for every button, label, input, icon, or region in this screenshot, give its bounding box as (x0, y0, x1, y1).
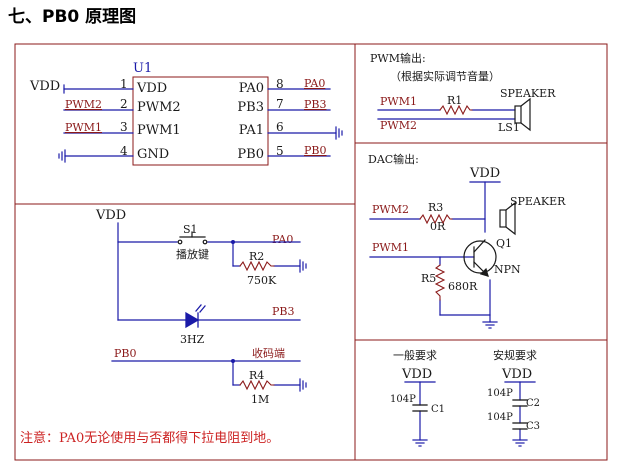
pwm-net2-label: PWM2 (380, 119, 417, 132)
u1-pin7-name: PB3 (237, 100, 264, 115)
dac-pwm2-label: PWM2 (372, 203, 409, 216)
c1-gnd-icon (412, 439, 428, 447)
dac-speaker-icon (499, 201, 516, 236)
u1-net-labels: VDD PWM2 PWM1 PA0 PB3 PB0 (29, 77, 326, 157)
input-panel: VDD S1 播放键 PA0 R2 750K PB3 3HZ PB0 收码端 R… (95, 208, 307, 406)
r2-gnd-icon (299, 259, 307, 273)
c1-label: C1 (431, 404, 445, 415)
r4-resistor-icon (239, 379, 275, 391)
u1-pin1-num: 1 (120, 77, 128, 91)
u1-ref: U1 (133, 61, 152, 76)
pwm-output-panel: PWM输出: （根据实际调节音量） PWM1 PWM2 R1 SPEAKER L… (370, 51, 556, 134)
pwm-speaker-label: SPEAKER (500, 87, 556, 100)
c2-label: C2 (526, 398, 540, 409)
r4-label: R4 (249, 369, 264, 382)
r2-label: R2 (249, 250, 264, 263)
r4-value: 1M (251, 393, 269, 406)
u1-chip: U1 VDD PWM2 PWM1 GND PA0 PB3 PA1 PB0 1 2… (120, 61, 284, 166)
caps-vdd-left: VDD (401, 367, 432, 382)
c1-capacitor-icon (412, 404, 428, 412)
u1-pin7-num: 7 (276, 97, 284, 111)
u1-pin4-num: 4 (120, 144, 128, 158)
dac-r5-value: 680R (448, 280, 478, 293)
pa0-net-label: PA0 (272, 233, 293, 246)
u1-wires (63, 84, 337, 157)
dac-r5-label: R5 (421, 272, 436, 285)
pwm-header: PWM输出: (370, 51, 426, 65)
c2-value: 104P (487, 388, 513, 399)
u1-pin2-num: 2 (120, 97, 128, 111)
s1-button-icon (177, 231, 208, 245)
pwm-note: （根据实际调节音量） (390, 69, 500, 83)
u1-pin2-name: PWM2 (137, 100, 181, 115)
input-vdd-label: VDD (95, 208, 126, 223)
pwm-ls1-label: LS1 (498, 121, 520, 134)
pwm-r1-label: R1 (447, 94, 462, 107)
dac-header: DAC输出: (368, 152, 419, 166)
pwm-net1-label: PWM1 (380, 95, 417, 108)
u1-pin3-num: 3 (120, 120, 128, 134)
c3-label: C3 (526, 421, 540, 432)
r2-resistor-icon (239, 260, 275, 272)
safety-title: 安规要求 (493, 348, 537, 362)
dac-r3-value: 0R (430, 220, 446, 233)
led-label: 3HZ (180, 333, 205, 346)
page-title: 七、PB0 原理图 (8, 7, 137, 27)
pa0-junction (231, 240, 235, 244)
u1-pin5-num: 5 (276, 144, 284, 158)
net-pa0-right: PA0 (304, 77, 325, 90)
dac-r3-resistor-icon (419, 213, 453, 225)
q1-transistor-icon (463, 239, 497, 277)
u1-pin3-name: PWM1 (137, 123, 181, 138)
c3-gnd-icon (512, 439, 528, 447)
pulldown-note: 注意：PA0无论使用与否都得下拉电阻到地。 (20, 430, 279, 446)
dac-r5-resistor-icon (434, 264, 446, 301)
c1-value: 104P (390, 394, 416, 405)
dac-output-panel: DAC输出: VDD SPEAKER PWM2 R3 0R PWM1 Q1 NP… (368, 152, 566, 329)
capacitor-panel: 一般要求 安规要求 VDD VDD 104P C1 104P C2 104P C… (390, 348, 540, 447)
net-pb0-right: PB0 (304, 144, 326, 157)
receive-label: 收码端 (252, 346, 285, 360)
dac-gnd-icon (482, 321, 498, 329)
dac-pwm1-label: PWM1 (372, 241, 409, 254)
u1-pin4-name: GND (137, 147, 169, 162)
u1-pin8-name: PA0 (239, 81, 264, 96)
u1-pin6-num: 6 (276, 120, 284, 134)
dac-vdd-label: VDD (469, 166, 500, 181)
pb3-net-label: PB3 (272, 305, 294, 318)
pb0-net-label: PB0 (114, 347, 136, 360)
r2-value: 750K (247, 274, 277, 287)
dac-npn-label: NPN (494, 263, 521, 276)
schematic-frame (14, 43, 608, 461)
u1-gnd-left-icon (58, 149, 66, 163)
caps-vdd-right: VDD (501, 367, 532, 382)
pwm-speaker-icon (514, 97, 531, 132)
dac-r3-label: R3 (428, 201, 443, 214)
c3-capacitor-icon (512, 422, 528, 430)
net-pwm2-left: PWM2 (65, 98, 102, 111)
dac-speaker-label: SPEAKER (510, 195, 566, 208)
led-icon (185, 304, 206, 329)
c2-capacitor-icon (512, 399, 528, 407)
net-vdd-left: VDD (29, 79, 60, 94)
pwm-r1-resistor-icon (439, 104, 473, 116)
u1-pin8-num: 8 (276, 77, 284, 91)
dac-q1-label: Q1 (496, 237, 512, 250)
s1-key-label: 播放键 (176, 247, 209, 261)
s1-label: S1 (183, 223, 198, 236)
net-pb3-right: PB3 (304, 98, 326, 111)
u1-pin5-name: PB0 (237, 147, 264, 162)
u1-pin1-name: VDD (136, 81, 167, 96)
u1-gnd-right-icon (335, 126, 343, 140)
net-pwm1-left: PWM1 (65, 121, 102, 134)
general-title: 一般要求 (393, 349, 437, 362)
c3-value: 104P (487, 412, 513, 423)
r4-gnd-icon (299, 378, 307, 392)
u1-pin6-name: PA1 (239, 123, 264, 138)
pb0-junction (231, 359, 235, 363)
